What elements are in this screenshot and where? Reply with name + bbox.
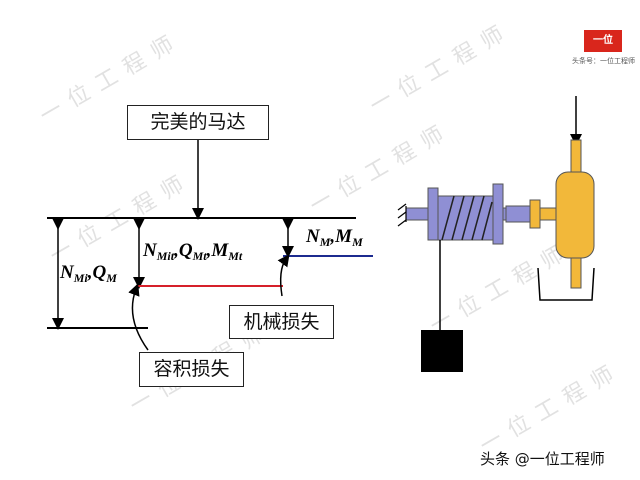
drum-hatch	[441, 195, 493, 241]
input-q-sub: M	[106, 271, 117, 285]
input-formula: NMi,QM	[60, 262, 117, 285]
mid-n-sub: Mit	[156, 249, 175, 263]
tank	[537, 267, 595, 301]
input-q: Q	[92, 262, 107, 283]
account-line: 头条号：一位工程师	[572, 57, 635, 65]
coupling	[505, 205, 531, 223]
left-bearing	[427, 187, 439, 241]
right-bearing	[492, 183, 504, 245]
output-m: M	[335, 226, 353, 247]
drum	[437, 195, 494, 241]
output-m-sub: M	[352, 235, 363, 249]
mid-m-sub: Mt	[228, 249, 243, 263]
mid-formula: NMit,QMt,MMt	[143, 240, 243, 263]
motor-top-shaft	[570, 139, 582, 173]
volume-loss-box: 容积损失	[139, 352, 244, 387]
perfect-motor-box: 完美的马达	[127, 105, 269, 140]
mech-loss-arrow	[277, 254, 290, 297]
volume-loss-arrow	[128, 283, 149, 351]
input-n: N	[60, 262, 74, 283]
brand-logo: 一位	[584, 30, 622, 52]
author-credit: 头条 @一位工程师	[480, 450, 605, 468]
mechanical-loss-box: 机械损失	[229, 305, 334, 339]
mid-n: N	[143, 240, 157, 261]
output-n-sub: M	[319, 235, 331, 249]
coupling-shaft	[539, 207, 557, 221]
motor-bottom-shaft	[570, 257, 582, 289]
weight	[421, 330, 463, 372]
mid-q: Q	[178, 240, 193, 261]
fixed-support	[397, 203, 407, 227]
output-n: N	[306, 226, 320, 247]
mid-q-sub: Mt	[192, 249, 207, 263]
mid-m: M	[211, 240, 229, 261]
coupling-flange	[529, 199, 541, 229]
output-formula: NM,MM	[306, 226, 363, 249]
motor-body	[555, 171, 595, 259]
input-n-sub: Mi	[73, 271, 88, 285]
